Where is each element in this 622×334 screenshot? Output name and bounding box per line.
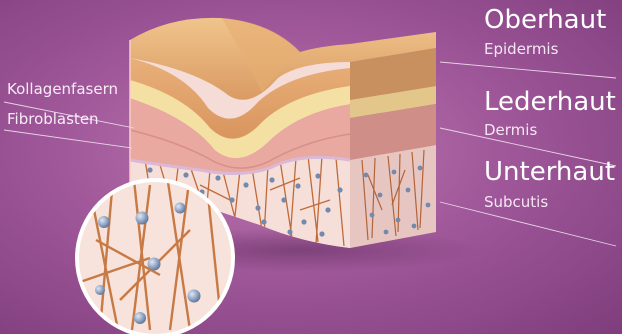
label-oberhaut: Oberhaut bbox=[484, 6, 606, 34]
leader-epidermis bbox=[440, 62, 616, 78]
label-kollagenfasern: Kollagenfasern bbox=[7, 80, 118, 98]
label-unterhaut: Unterhaut bbox=[484, 158, 615, 186]
leader-fibroblasten bbox=[4, 130, 132, 148]
label-lederhaut: Lederhaut bbox=[484, 88, 616, 116]
label-dermis: Dermis bbox=[484, 121, 537, 139]
label-subcutis: Subcutis bbox=[484, 193, 548, 211]
label-fibroblasten: Fibroblasten bbox=[7, 110, 99, 128]
label-epidermis: Epidermis bbox=[484, 40, 558, 58]
magnification-circle bbox=[75, 178, 235, 334]
